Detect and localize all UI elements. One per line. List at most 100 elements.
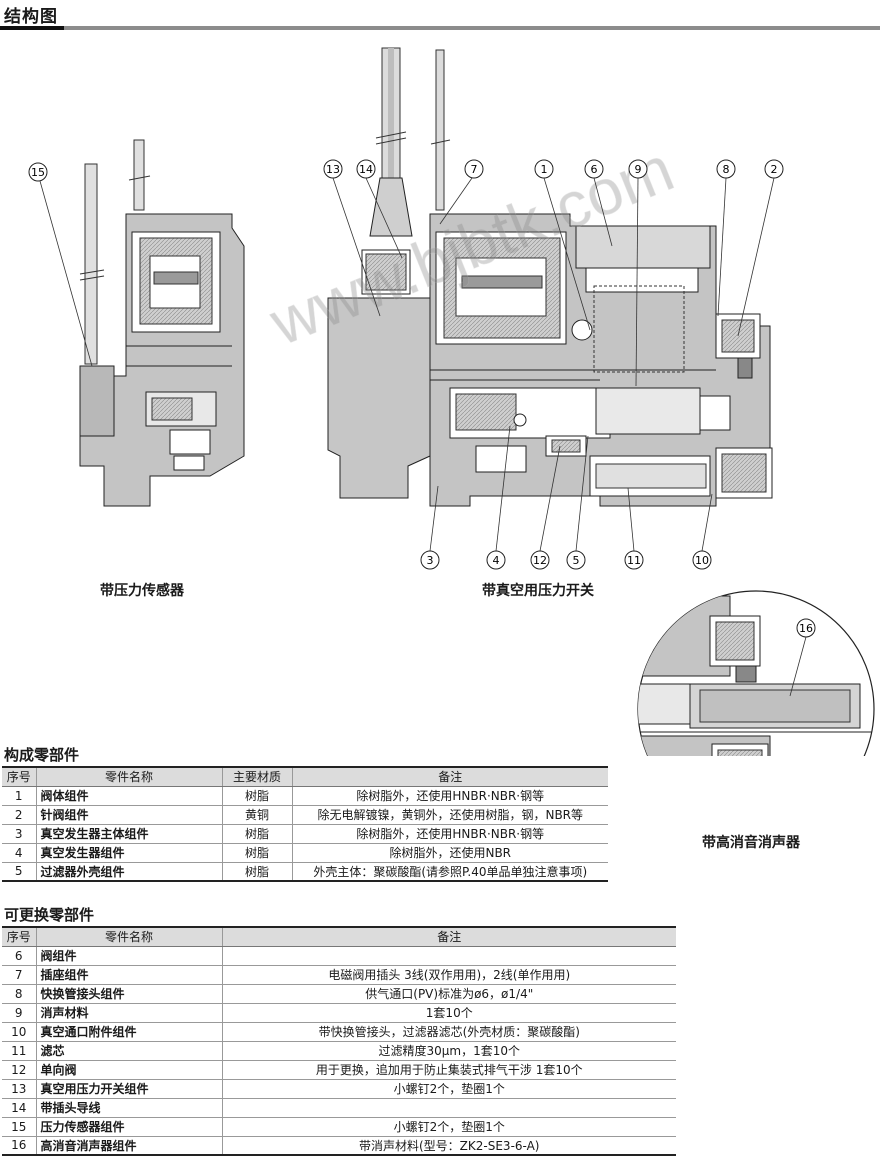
svg-text:10: 10: [695, 554, 709, 567]
remarks: 小螺钉2个，垫圈1个: [221, 1117, 676, 1137]
svg-text:8: 8: [723, 163, 730, 176]
table1-header: 序号: [2, 766, 36, 787]
section-title: 结构图: [4, 7, 58, 27]
svg-text:14: 14: [359, 163, 373, 176]
row-no: 14: [2, 1098, 36, 1118]
part-name: 真空通口附件组件: [35, 1022, 222, 1042]
row-no: 16: [2, 1136, 36, 1156]
callout-7: 7: [464, 159, 484, 179]
part-name: 滤芯: [35, 1041, 222, 1061]
part-name: 带插头导线: [35, 1098, 222, 1118]
title-rule: [0, 26, 880, 30]
svg-text:5: 5: [573, 554, 580, 567]
callout-14: 14: [356, 159, 376, 179]
row-no: 10: [2, 1022, 36, 1042]
callout-2: 2: [764, 159, 784, 179]
part-name: 阀组件: [35, 946, 222, 966]
remarks: 除树脂外，还使用HNBR·NBR·钢等: [291, 786, 608, 806]
callout-6: 6: [584, 159, 604, 179]
row-no: 11: [2, 1041, 36, 1061]
part-name: 阀体组件: [35, 786, 222, 806]
row-no: 12: [2, 1060, 36, 1080]
material: 树脂: [221, 843, 292, 863]
title-rule-accent: [0, 26, 64, 30]
remarks: 除无电解镀镍，黄铜外，还使用树脂，钢，NBR等: [291, 805, 608, 825]
svg-text:2: 2: [771, 163, 778, 176]
svg-text:7: 7: [471, 163, 478, 176]
remarks: [221, 1098, 676, 1118]
table2-header: 备注: [221, 926, 676, 947]
remarks: 除树脂外，还使用HNBR·NBR·钢等: [291, 824, 608, 844]
remarks: 供气通口(PV)标准为ø6，ø1/4": [221, 984, 676, 1004]
caption-left: 带压力传感器: [100, 583, 184, 599]
table2-header-row: 序号 零件名称 备注: [2, 926, 676, 947]
material: 树脂: [221, 786, 292, 806]
part-name: 单向阀: [35, 1060, 222, 1080]
callout-4: 4: [486, 550, 506, 570]
callout-8: 8: [716, 159, 736, 179]
remarks: [221, 946, 676, 966]
callout-9: 9: [628, 159, 648, 179]
svg-text:11: 11: [627, 554, 641, 567]
row-no: 1: [2, 786, 36, 806]
callout-10: 10: [692, 550, 712, 570]
callout-15-label: 15: [31, 166, 45, 179]
material: 黄铜: [221, 805, 292, 825]
remarks: 除树脂外，还使用NBR: [291, 843, 608, 863]
row-no: 9: [2, 1003, 36, 1023]
detail-circle-drawing: [637, 590, 875, 756]
left-assembly-drawing: [39, 139, 245, 507]
remarks: 小螺钉2个，垫圈1个: [221, 1079, 676, 1099]
table1-header-row: 序号 零件名称 主要材质 备注: [2, 766, 608, 787]
table1-header: 主要材质: [221, 766, 292, 787]
table1-header: 零件名称: [35, 766, 222, 787]
callout-15: 15: [28, 162, 48, 182]
row-no: 2: [2, 805, 36, 825]
row-no: 8: [2, 984, 36, 1004]
callout-1: 1: [534, 159, 554, 179]
svg-text:13: 13: [326, 163, 340, 176]
row-no: 3: [2, 824, 36, 844]
material: 树脂: [221, 862, 292, 882]
remarks: 1套10个: [221, 1003, 676, 1023]
table2-title: 可更换零部件: [4, 906, 95, 924]
svg-text:6: 6: [591, 163, 598, 176]
part-name: 压力传感器组件: [35, 1117, 222, 1137]
svg-text:1: 1: [541, 163, 548, 176]
svg-text:16: 16: [799, 622, 813, 635]
table2-header: 零件名称: [35, 926, 222, 947]
center-leader-lines: [332, 177, 775, 552]
svg-text:4: 4: [493, 554, 500, 567]
row-no: 15: [2, 1117, 36, 1137]
remarks: 电磁阀用插头 3线(双作用用)，2线(单作用用): [221, 965, 676, 985]
part-name: 消声材料: [35, 1003, 222, 1023]
table1-header: 备注: [291, 766, 608, 787]
svg-text:3: 3: [427, 554, 434, 567]
callout-5: 5: [566, 550, 586, 570]
svg-text:12: 12: [533, 554, 547, 567]
structure-drawing: 15: [0, 36, 880, 756]
caption-center: 带真空用压力开关: [482, 583, 594, 599]
remarks: 过滤精度30μm，1套10个: [221, 1041, 676, 1061]
svg-text:9: 9: [635, 163, 642, 176]
remarks: 带消声材料(型号：ZK2-SE3-6-A): [221, 1136, 676, 1156]
callout-3: 3: [420, 550, 440, 570]
caption-right: 带高消音消声器: [702, 835, 800, 851]
row-no: 13: [2, 1079, 36, 1099]
callout-13: 13: [323, 159, 343, 179]
